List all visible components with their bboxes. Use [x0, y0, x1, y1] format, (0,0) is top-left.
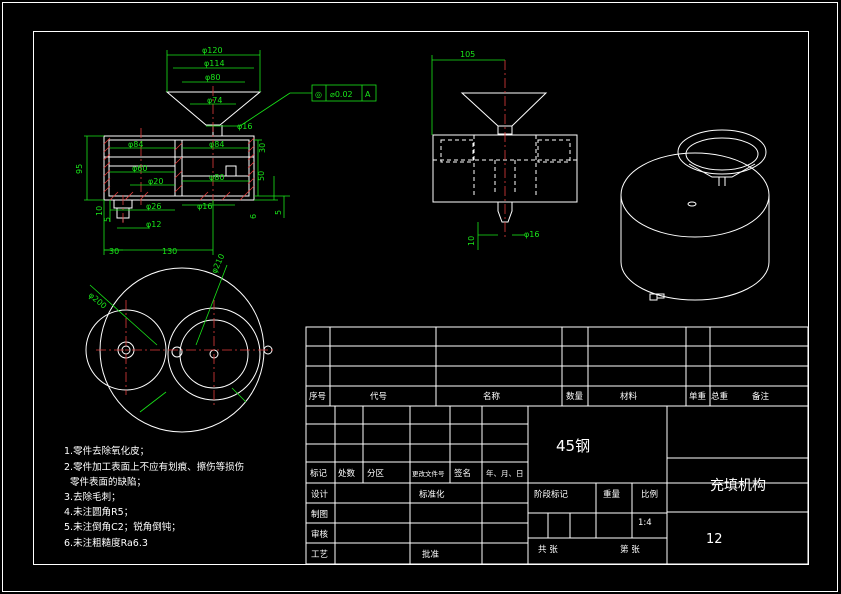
- role-check: 审核: [311, 529, 329, 540]
- dim-h5-right: 5: [274, 210, 283, 215]
- note-line: 4.未注圆角R5；: [64, 506, 133, 518]
- title-block: [305, 326, 809, 565]
- role-draw: 制图: [311, 509, 328, 520]
- note-line: 2.零件加工表面上不应有划痕、擦伤等损伤: [64, 461, 244, 473]
- dim-h6: 6: [249, 214, 258, 219]
- note-line: 5.未注倒角C2；锐角倒钝；: [64, 521, 181, 533]
- dim-d12: φ12: [146, 220, 161, 229]
- dim-d74: φ74: [207, 96, 222, 105]
- dim-d16-bottom: φ16: [197, 202, 212, 211]
- note-line: 3.去除毛刺；: [64, 491, 121, 503]
- rev-header-zone: 分区: [367, 469, 385, 479]
- dim-w30: 30: [109, 247, 119, 256]
- scale-value: 1:4: [638, 518, 652, 528]
- dim-d120: φ120: [202, 46, 223, 55]
- bom-header-remark: 备注: [752, 391, 770, 402]
- isometric-view: [620, 129, 770, 301]
- top-dim-d210: φ210: [210, 252, 227, 274]
- note-line: 零件表面的缺陷；: [64, 476, 146, 488]
- role-standardize: 标准化: [419, 489, 445, 500]
- drawing-number: 12: [706, 532, 723, 547]
- side-dim-d16: φ16: [524, 230, 539, 239]
- dim-d80-right: φ80: [209, 173, 224, 182]
- side-dim-w105: 105: [460, 50, 475, 59]
- bom-header-unit-weight: 单重: [689, 391, 707, 402]
- top-dim-d200: φ200: [87, 291, 109, 311]
- dim-d84-left: φ84: [128, 140, 143, 149]
- bom-header-seq: 序号: [309, 391, 326, 402]
- dim-d84-right: φ84: [209, 140, 224, 149]
- scale-label: 比例: [641, 489, 658, 500]
- side-dim-h10: 10: [467, 236, 476, 246]
- dim-d80-top: φ80: [205, 73, 220, 82]
- note-line: 1.零件去除氧化皮；: [64, 445, 149, 457]
- dim-h50: 50: [257, 171, 266, 181]
- material-value: 45钢: [556, 437, 590, 455]
- bom-header-name: 名称: [483, 391, 501, 402]
- role-design: 设计: [311, 489, 329, 500]
- technical-notes: 1.零件去除氧化皮； 2.零件加工表面上不应有划痕、擦伤等损伤 零件表面的缺陷；…: [64, 445, 244, 549]
- stage-mark-label: 阶段标记: [534, 489, 569, 500]
- weight-label: 重量: [603, 489, 621, 500]
- bom-header-material: 材料: [620, 391, 638, 402]
- role-approve: 批准: [422, 549, 440, 560]
- tolerance-value: ⌀0.02: [330, 90, 353, 99]
- dim-d60: φ60: [132, 164, 147, 173]
- dim-d16-top: φ16: [237, 122, 252, 131]
- part-name: 充填机构: [710, 478, 766, 494]
- dim-w130: 130: [162, 247, 177, 256]
- dim-h95: 95: [75, 164, 84, 174]
- rev-header-mark: 标记: [310, 468, 328, 479]
- front-view: [84, 50, 377, 255]
- tolerance-datum: A: [365, 90, 371, 99]
- note-line: 6.未注粗糙度Ra6.3: [64, 537, 148, 549]
- bom-header-total-weight: 总重: [711, 391, 729, 402]
- rev-header-date: 年、月、日: [486, 468, 524, 478]
- total-sheets: 共 张: [538, 545, 558, 555]
- dim-h30: 30: [258, 143, 267, 153]
- bom-header-code: 代号: [370, 391, 387, 402]
- dim-d20: φ20: [148, 177, 163, 186]
- sheet-number: 第 张: [620, 544, 640, 555]
- side-view: [431, 55, 578, 250]
- rev-header-change-doc: 更改文件号: [412, 469, 445, 478]
- inner-frame: [33, 31, 809, 565]
- rev-header-count: 处数: [338, 468, 356, 479]
- dim-d114: φ114: [204, 59, 225, 68]
- tolerance-symbol: ◎: [315, 90, 322, 99]
- rev-header-sign: 签名: [454, 468, 471, 479]
- top-view: [85, 264, 275, 433]
- dim-d26: φ26: [146, 202, 161, 211]
- dim-h10-left: 10: [95, 206, 104, 216]
- bom-header-qty: 数量: [566, 391, 584, 402]
- role-process: 工艺: [311, 550, 328, 560]
- dim-h5-left: 5: [103, 217, 112, 222]
